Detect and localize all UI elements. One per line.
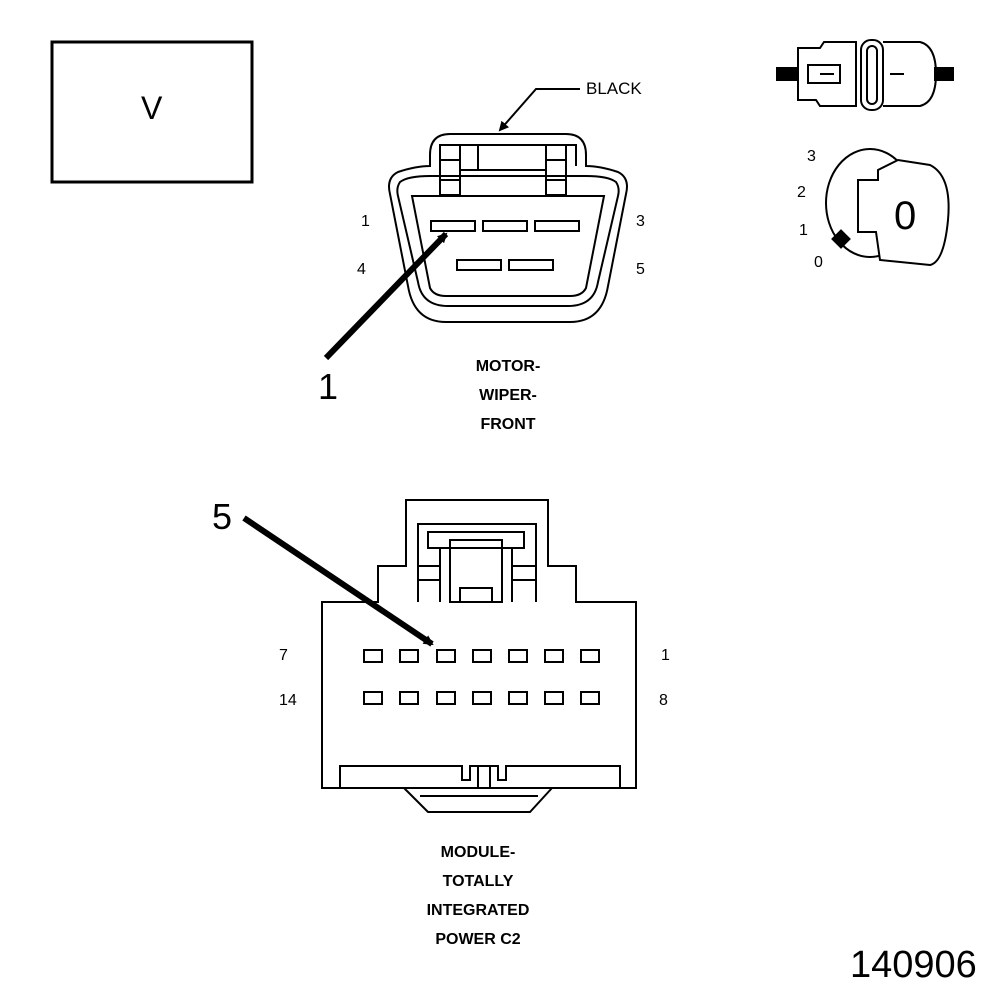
voltage-box <box>50 40 254 184</box>
key-face-label: 0 <box>894 194 917 238</box>
callout-5-label: 5 <box>212 496 233 537</box>
ignition-key-icon <box>825 148 950 267</box>
black-leader-arrow <box>498 88 580 132</box>
wire-color-label: BLACK <box>586 79 642 98</box>
wiper-pin-3-label: 3 <box>636 213 645 230</box>
figure-id: 140906 <box>850 944 977 986</box>
key-position-0-label: 0 <box>814 254 823 271</box>
callout-1-arrow <box>323 231 449 361</box>
tipm-caption: MODULE- TOTALLY INTEGRATED POWER C2 <box>398 838 558 954</box>
tipm-caption-line-4: POWER C2 <box>435 931 521 948</box>
wiper-pin-4-label: 4 <box>357 261 366 278</box>
wiper-connector-body <box>388 133 628 323</box>
tipm-caption-line-1: MODULE- <box>440 844 516 861</box>
wiper-caption: MOTOR- WIPER- FRONT <box>448 352 568 439</box>
tipm-pin-1-label: 1 <box>661 647 670 664</box>
tipm-caption-line-2: TOTALLY <box>442 873 514 890</box>
wiper-caption-line-2: WIPER- <box>479 387 537 404</box>
connector-plug-icon <box>776 39 954 111</box>
wiper-terminal-slots <box>430 220 580 271</box>
callout-5-arrow <box>242 515 434 647</box>
callout-1-label: 1 <box>318 366 339 407</box>
tipm-pin-8-label: 8 <box>659 692 668 709</box>
wiper-pin-5-label: 5 <box>636 261 645 278</box>
wiper-caption-line-3: FRONT <box>480 416 536 433</box>
key-position-3-label: 3 <box>807 148 816 165</box>
tipm-connector-body <box>321 499 637 813</box>
key-position-1-label: 1 <box>799 222 808 239</box>
key-position-2-label: 2 <box>797 184 806 201</box>
tipm-terminal-cavities <box>363 649 600 705</box>
wiper-caption-line-1: MOTOR- <box>475 358 541 375</box>
voltage-label: V <box>141 90 163 126</box>
wiper-pin-1-label: 1 <box>361 213 370 230</box>
tipm-pin-14-label: 14 <box>279 692 297 709</box>
tipm-caption-line-3: INTEGRATED <box>426 902 530 919</box>
tipm-pin-7-label: 7 <box>279 647 288 664</box>
